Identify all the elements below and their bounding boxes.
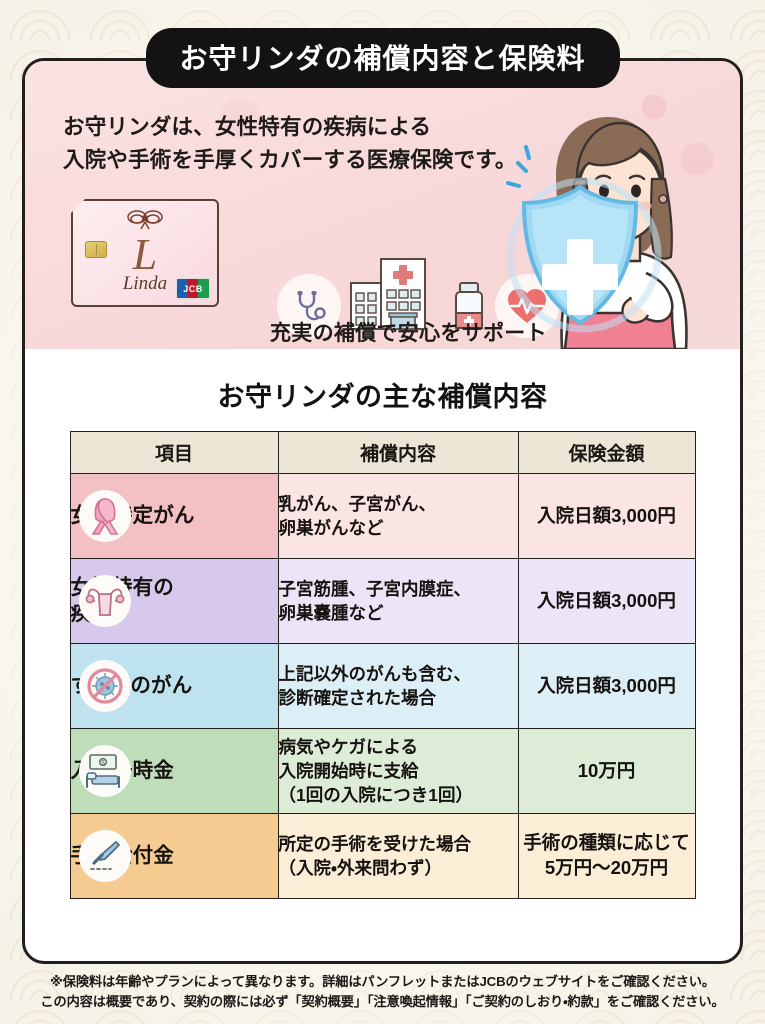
row-description-cell: 乳がん、子宮がん、 卵巣がんなど [277, 473, 519, 559]
row-amount-cell: 入院日額3,000円 [517, 558, 696, 644]
row-amount-cell: 手術の種類に応じて 5万円〜20万円 [517, 813, 696, 899]
row-description-cell: 上記以外のがんも含む、 診断確定された場合 [277, 643, 519, 729]
table-row: 女性特有の 疾病 子宮筋腫、子宮内膜症、 卵巣嚢腫など 入院日額3,000円 [69, 558, 696, 644]
row-description-cell: 子宮筋腫、子宮内膜症、 卵巣嚢腫など [277, 558, 519, 644]
card-chip-icon [85, 241, 107, 258]
page-title: お守リンダの補償内容と保険料 [145, 28, 620, 88]
woman-with-shield-illustration [506, 117, 688, 349]
row-description-cell: 病気やケガによる 入院開始時に支給 （1回の入院につき1回） [277, 728, 519, 814]
hospital-bed-cash-icon: $ [78, 745, 131, 797]
stethoscope-icon [277, 274, 341, 338]
coverage-table: 項目 補償内容 保険金額 女性特定がん [69, 431, 696, 899]
table-body: 女性特定がん 乳がん、子宮がん、 卵巣がんなど 入院日額3,000円 [69, 473, 696, 899]
footnote-line-2: この内容は概要であり、契約の際には必ず「契約概要」「注意喚起情報」「ご契約のしお… [40, 994, 725, 1010]
table-header-row: 項目 補償内容 保険金額 [69, 431, 696, 474]
row-amount-cell: 入院日額3,000円 [517, 643, 696, 729]
scalpel-icon [78, 830, 131, 882]
mizuhiki-knot-icon [127, 210, 163, 230]
jcb-logo: JCB [176, 278, 210, 299]
linda-card-image: L Linda JCB [71, 199, 219, 307]
hospital-building-icon [347, 253, 443, 338]
card-brand-name: Linda [122, 273, 168, 294]
card-monogram: L [132, 230, 158, 279]
table-row: $ 入院一時金 病気やケガによる 入院開始時に支給 （1回の入院につき1回） 1… [69, 728, 696, 814]
row-item-cell: 女性特有の 疾病 [69, 558, 279, 644]
svg-text:$: $ [101, 760, 105, 767]
uterus-icon [78, 575, 131, 627]
support-tagline: 充実の補償で安心をサポート [270, 322, 547, 345]
row-item-cell: すべてのがん [69, 643, 279, 729]
table-row: 手術給付金 所定の手術を受けた場合 （入院・外来問わず） 手術の種類に応じて 5… [69, 813, 696, 899]
table-row: すべてのがん 上記以外のがんも含む、 診断確定された場合 入院日額3,000円 [69, 643, 696, 729]
row-amount-cell: 10万円 [517, 728, 696, 814]
row-description-cell: 所定の手術を受けた場合 （入院・外来問わず） [277, 813, 519, 899]
no-cancer-cell-icon [78, 660, 131, 712]
column-header-desc: 補償内容 [277, 431, 519, 474]
jcb-logo-text: JCB [183, 283, 203, 294]
main-panel: お守リンダは、女性特有の疾病による 入院や手術を手厚くカバーする医療保険です。 … [22, 58, 743, 964]
footnote-line-1: ※保険料は年齢やプランによって異なります。詳細はパンフレットまたはJCBのウェブ… [50, 974, 715, 989]
footnotes: ※保険料は年齢やプランによって異なります。詳細はパンフレットまたはJCBのウェブ… [22, 972, 743, 1013]
hero-intro-text: お守リンダは、女性特有の疾病による 入院や手術を手厚くカバーする医療保険です。 [63, 115, 517, 172]
row-item-cell: 女性特定がん [69, 473, 279, 559]
row-amount-cell: 入院日額3,000円 [517, 473, 696, 559]
table-row: 女性特定がん 乳がん、子宮がん、 卵巣がんなど 入院日額3,000円 [69, 473, 696, 559]
pink-ribbon-icon [78, 490, 131, 542]
column-header-item: 項目 [69, 431, 279, 474]
hero-section: お守リンダは、女性特有の疾病による 入院や手術を手厚くカバーする医療保険です。 … [25, 61, 740, 349]
medicine-bottle-icon [449, 277, 489, 338]
section-title: お守リンダの主な補償内容 [217, 382, 548, 412]
column-header-amount: 保険金額 [517, 431, 696, 474]
row-item-cell: 手術給付金 [69, 813, 279, 899]
row-item-cell: $ 入院一時金 [69, 728, 279, 814]
